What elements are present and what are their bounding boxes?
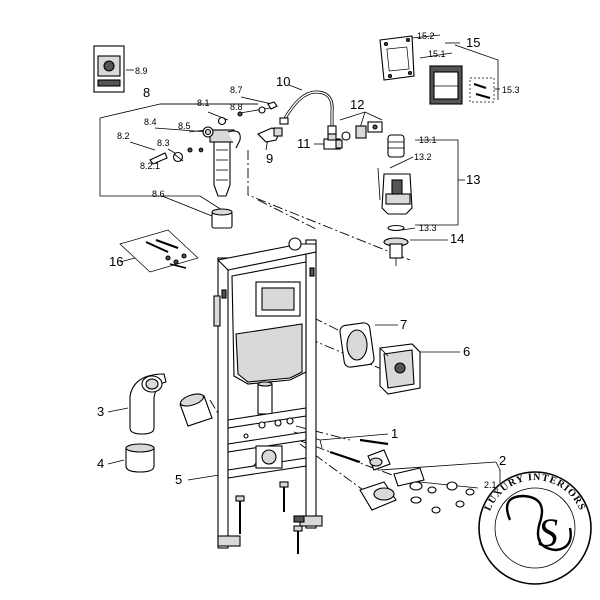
part-3-sleeve [179, 393, 213, 427]
brand-logo: LUXURY INTERIORS S [478, 471, 592, 585]
callout-c-8-1: 8.1 [197, 98, 210, 108]
callout-c-13-2: 13.2 [414, 152, 432, 162]
callout-c-8-3: 8.3 [157, 138, 170, 148]
callout-c-8-5: 8.5 [178, 121, 191, 131]
callout-c-4: 4 [97, 456, 104, 471]
callout-c-15-3: 15.3 [502, 85, 520, 95]
part-15-3-screws [469, 77, 495, 103]
part-11-tee [323, 133, 343, 150]
callout-c-9: 9 [266, 151, 273, 166]
callout-c-8-2-1: 8.2.1 [140, 161, 160, 171]
callout-c-1: 1 [391, 426, 398, 441]
callout-c-6: 6 [463, 344, 470, 359]
part-13-flush-valve [377, 134, 413, 232]
callout-c-8-4: 8.4 [144, 117, 157, 127]
floor-anchor-bolts [235, 481, 305, 554]
callout-c-11: 11 [297, 136, 311, 151]
part-12-fixing-set [341, 121, 383, 141]
callout-c-15-2: 15.2 [417, 31, 435, 41]
part-6-protective-box [379, 343, 421, 395]
part-9-angle-valve [257, 127, 283, 143]
part-1-pan-connector [329, 438, 425, 487]
callout-c-8-2: 8.2 [117, 131, 130, 141]
callout-c-15-1: 15.1 [428, 49, 446, 59]
callout-c-12: 12 [350, 97, 364, 112]
callout-c-2-1: 2.1 [484, 480, 497, 490]
part-2-drain-fittings [359, 481, 475, 514]
callout-c-8-9: 8.9 [135, 66, 148, 76]
part-10-hose [279, 90, 337, 135]
callout-c-3: 3 [97, 404, 104, 419]
installation-frame [213, 237, 323, 549]
callout-c-13: 13 [466, 172, 480, 187]
callout-c-16: 16 [109, 254, 123, 269]
callout-c-10: 10 [276, 74, 290, 89]
part-15-flush-plate [379, 35, 463, 105]
callout-c-8: 8 [143, 85, 150, 100]
callout-c-8-8: 8.8 [230, 102, 243, 112]
callout-c-13-3: 13.3 [419, 223, 437, 233]
callout-c-5: 5 [175, 472, 182, 487]
brand-logo-monogram: S [538, 510, 558, 555]
part-4-connector [125, 443, 155, 473]
part-8-9-label-card [93, 45, 125, 93]
part-16-wall-brackets [119, 229, 199, 273]
part-7-inspection-frame [339, 322, 375, 368]
callout-c-2: 2 [499, 453, 506, 468]
part-3-flush-bend [129, 373, 167, 435]
part-14-outlet-seal [383, 237, 409, 266]
callout-c-14: 14 [450, 231, 464, 246]
part-8-fill-valve [149, 101, 278, 229]
callout-c-15: 15 [466, 35, 480, 50]
callout-c-13-1: 13.1 [419, 135, 437, 145]
callout-c-8-6: 8.6 [152, 189, 165, 199]
callout-c-7: 7 [400, 317, 407, 332]
callout-c-8-7: 8.7 [230, 85, 243, 95]
